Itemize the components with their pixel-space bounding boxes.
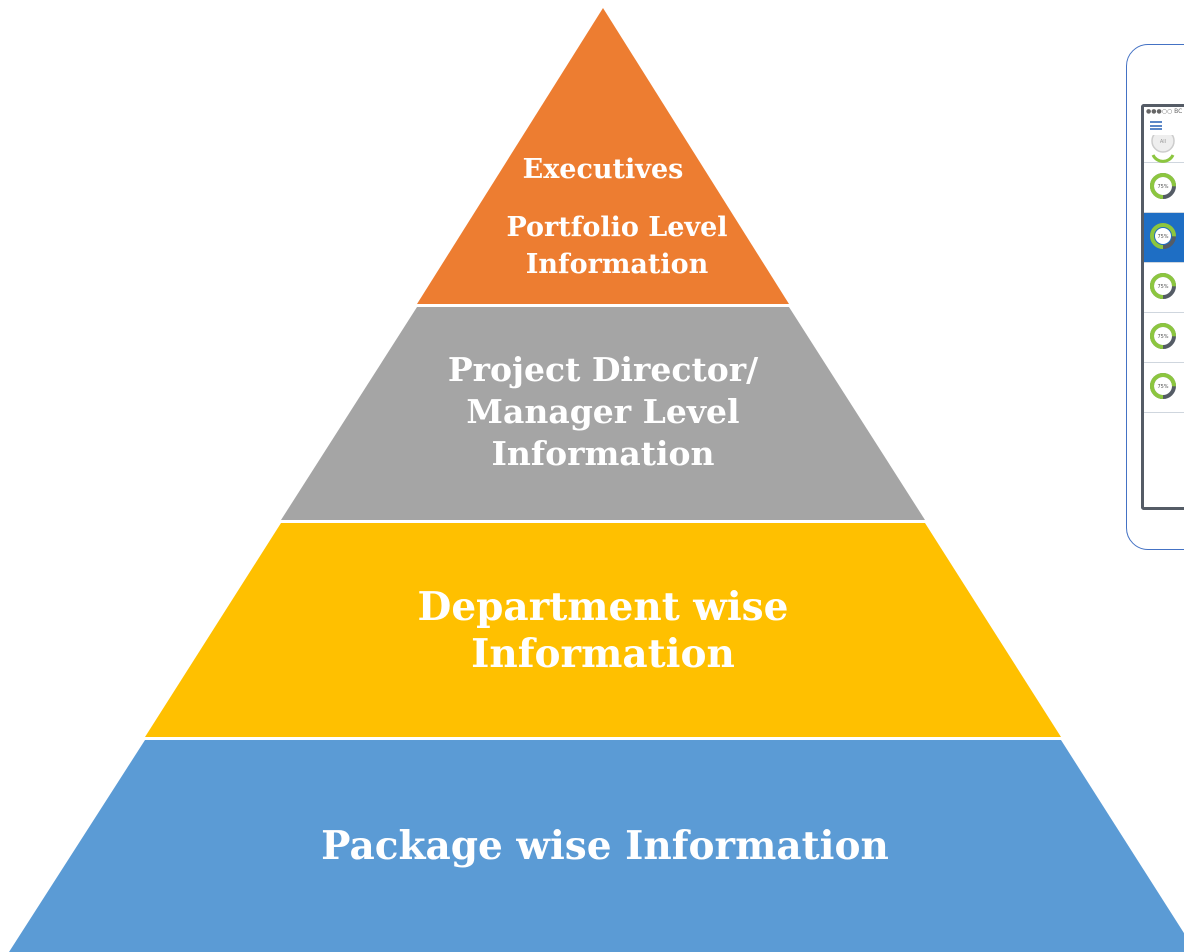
list-header-row[interactable]: All	[1144, 133, 1184, 163]
tier-executives-line-3: Information	[526, 249, 709, 280]
tier-manager-line-2: Manager Level	[466, 392, 739, 431]
gauge-value: 75%	[1157, 284, 1168, 290]
list-item-selected[interactable]: 75%	[1144, 213, 1184, 263]
tier-executives	[417, 8, 789, 304]
gauge-value: 75%	[1157, 184, 1168, 190]
tier-executives-line-2: Portfolio Level	[506, 212, 727, 243]
gauge-value: 75%	[1157, 384, 1168, 390]
list-item[interactable]: 75%	[1144, 313, 1184, 363]
tier-department	[145, 523, 1061, 737]
tier-executives-line-1: Executives	[523, 154, 684, 185]
gauge-value: 75%	[1157, 334, 1168, 340]
gauge-list: All 75% 75% 75	[1144, 133, 1184, 413]
tier-manager-line-1: Project Director/	[448, 350, 759, 389]
progress-gauge-icon: 75%	[1150, 173, 1176, 199]
gauge-value: 75%	[1157, 234, 1168, 240]
list-item[interactable]: 75%	[1144, 263, 1184, 313]
hamburger-menu-icon[interactable]	[1150, 121, 1162, 130]
all-gauge-icon: All	[1151, 135, 1175, 163]
progress-gauge-icon: 75%	[1150, 373, 1176, 399]
list-item[interactable]: 75%	[1144, 363, 1184, 413]
progress-gauge-icon: 75%	[1150, 223, 1176, 249]
list-item[interactable]: 75%	[1144, 163, 1184, 213]
status-bar: ●●●○○ BC	[1146, 108, 1183, 115]
phone-screen: ●●●○○ BC All 75% 75%	[1141, 104, 1184, 510]
tier-department-line-2: Information	[471, 631, 735, 677]
tier-manager-line-3: Information	[491, 434, 714, 473]
all-gauge-label: All	[1160, 139, 1166, 145]
tier-package	[9, 740, 1184, 952]
tier-department-line-1: Department wise	[418, 584, 789, 630]
tier-package-line-1: Package wise Information	[321, 823, 889, 869]
progress-gauge-icon: 75%	[1150, 323, 1176, 349]
tier-manager	[281, 307, 925, 520]
progress-gauge-icon: 75%	[1150, 273, 1176, 299]
